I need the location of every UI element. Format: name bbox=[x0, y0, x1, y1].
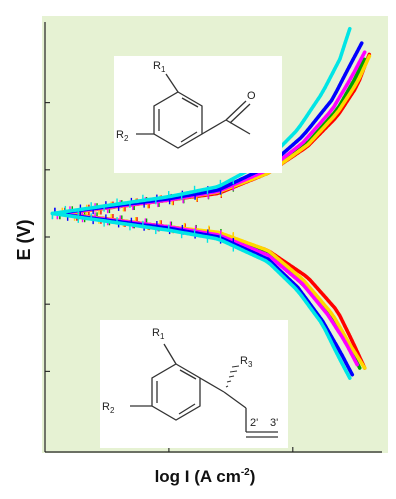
benzaldehyde-structure: R1 R2 O bbox=[116, 60, 256, 149]
top-r1-label: R1 bbox=[153, 60, 166, 74]
series-layer bbox=[50, 26, 372, 380]
series-5-anodic-branch bbox=[50, 26, 352, 216]
x-axis-label-close: ) bbox=[250, 467, 256, 486]
top-oxygen-label: O bbox=[247, 90, 256, 102]
y-axis-label: E (V) bbox=[14, 219, 34, 260]
bottom-c2-label: 2' bbox=[250, 417, 258, 429]
structure-bottom: R1 R2 R3 2' 3' bbox=[100, 320, 288, 448]
top-r2-label: R2 bbox=[116, 129, 129, 143]
x-axis-label-main: log I (A cm bbox=[155, 467, 241, 486]
bottom-c3-label: 3' bbox=[270, 417, 278, 429]
bottom-r2-label: R2 bbox=[102, 401, 115, 415]
axis-ticks bbox=[45, 102, 294, 452]
series-5 bbox=[50, 26, 352, 380]
x-axis-label-sup: -2 bbox=[241, 467, 250, 478]
series-5-cathodic-branch bbox=[50, 211, 352, 380]
x-axis-label: log I (A cm-2) bbox=[155, 467, 256, 486]
allylbenzene-structure: R1 R2 R3 2' 3' bbox=[102, 327, 278, 438]
structure-top: R1 R2 O bbox=[114, 56, 282, 173]
bottom-r3-label: R3 bbox=[240, 355, 253, 369]
bottom-r1-label: R1 bbox=[152, 327, 165, 341]
